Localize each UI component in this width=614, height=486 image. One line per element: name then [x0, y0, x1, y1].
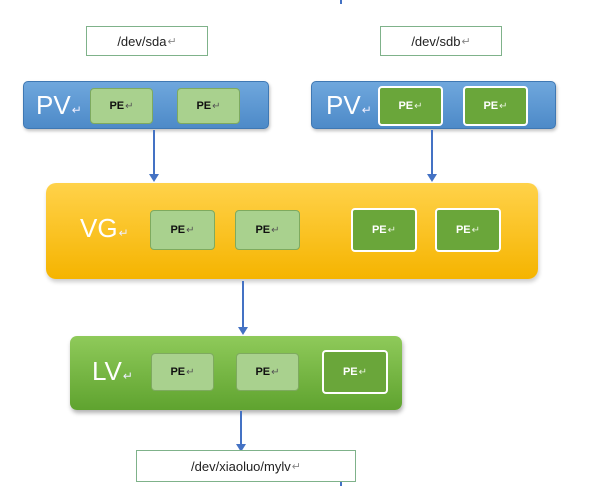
device-sda-label: /dev/sda — [117, 33, 167, 49]
arrow-lv-to-device — [236, 411, 246, 452]
top-edge-mark — [340, 0, 342, 4]
device-sdb-label: /dev/sdb — [411, 33, 461, 49]
vg-pe-2: PE↵ — [235, 210, 300, 250]
device-sda-box: /dev/sda↵ — [86, 26, 208, 56]
vg-label: VG↵ — [80, 213, 129, 243]
lv-device-path-label: /dev/xiaoluo/mylv — [191, 458, 291, 474]
bottom-edge-mark — [340, 482, 342, 486]
vg-panel: VG↵ PE↵ PE↵ PE↵ PE↵ — [46, 183, 538, 279]
pv-right-pe-2: PE↵ — [463, 86, 528, 126]
arrow-vg-to-lv — [238, 281, 248, 335]
vg-pe-1: PE↵ — [150, 210, 215, 250]
lv-device-path-box: /dev/xiaoluo/mylv↵ — [136, 450, 356, 482]
pv-right-pe-1: PE↵ — [378, 86, 443, 126]
pv-right-panel: PV↵ PE↵ PE↵ — [311, 81, 556, 129]
vg-pe-3: PE↵ — [351, 208, 417, 252]
lv-pe-3: PE↵ — [322, 350, 388, 394]
pv-left-pe-2: PE↵ — [177, 88, 240, 124]
lv-label: LV↵ — [92, 356, 133, 386]
pv-left-panel: PV↵ PE↵ PE↵ — [23, 81, 269, 129]
arrow-pv-right-to-vg — [427, 130, 437, 182]
pv-left-pe-1: PE↵ — [90, 88, 153, 124]
pv-left-label: PV↵ — [36, 90, 82, 120]
lv-pe-1: PE↵ — [151, 353, 214, 391]
lv-pe-2: PE↵ — [236, 353, 299, 391]
pv-right-label: PV↵ — [326, 90, 372, 120]
arrow-pv-left-to-vg — [149, 130, 159, 182]
lv-panel: LV↵ PE↵ PE↵ PE↵ — [70, 336, 402, 410]
vg-pe-4: PE↵ — [435, 208, 501, 252]
device-sdb-box: /dev/sdb↵ — [380, 26, 502, 56]
